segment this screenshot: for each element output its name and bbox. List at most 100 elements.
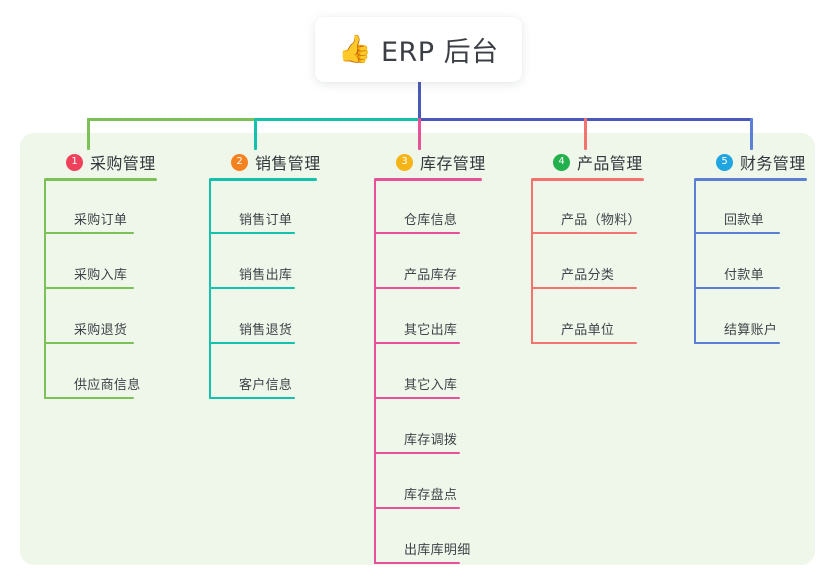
branch-item-rule bbox=[374, 562, 460, 564]
branch-item[interactable]: 采购订单 bbox=[44, 179, 174, 234]
branch-item-label: 结算账户 bbox=[724, 323, 778, 338]
branch-item[interactable]: 采购入库 bbox=[44, 234, 174, 289]
branch-item-rule bbox=[44, 397, 134, 399]
branch-item-rule bbox=[44, 232, 134, 234]
branch-item[interactable]: 其它出库 bbox=[374, 289, 500, 344]
branch-spine bbox=[694, 179, 696, 344]
branch-item[interactable]: 销售出库 bbox=[209, 234, 335, 289]
branch-item-label: 产品（物料） bbox=[561, 213, 641, 228]
branch-item[interactable]: 付款单 bbox=[694, 234, 820, 289]
branch-label: 采购管理 bbox=[90, 154, 156, 173]
branch-item-label: 出库库明细 bbox=[404, 543, 471, 558]
branch-header-销售管理[interactable]: 2 销售管理 bbox=[231, 150, 321, 174]
branch-header-rule bbox=[44, 178, 157, 181]
branch-item-label: 销售订单 bbox=[239, 213, 293, 228]
branch-item[interactable]: 出库库明细 bbox=[374, 509, 500, 564]
branch-item-label: 客户信息 bbox=[239, 378, 293, 393]
branch-spine bbox=[209, 179, 211, 399]
branch-badge-3: 3 bbox=[396, 153, 413, 171]
branch-label: 库存管理 bbox=[420, 154, 486, 173]
branch-item-rule bbox=[374, 287, 460, 289]
branch-item[interactable]: 销售订单 bbox=[209, 179, 335, 234]
branch-header-rule bbox=[694, 178, 807, 181]
branch-badge-1: 1 bbox=[66, 153, 83, 171]
branch-item[interactable]: 库存盘点 bbox=[374, 454, 500, 509]
drop-connector-5 bbox=[750, 118, 753, 150]
branch-item[interactable]: 采购退货 bbox=[44, 289, 174, 344]
branch-item-label: 产品单位 bbox=[561, 323, 615, 338]
branch-label: 财务管理 bbox=[740, 154, 806, 173]
branch-item-rule bbox=[531, 287, 637, 289]
branch-badge-5: 5 bbox=[716, 153, 733, 171]
drop-connector-3 bbox=[418, 118, 421, 150]
branch-item-label: 销售退货 bbox=[239, 323, 293, 338]
branch-item[interactable]: 回款单 bbox=[694, 179, 820, 234]
branches-panel bbox=[20, 133, 815, 565]
trunk-connector bbox=[418, 78, 421, 121]
branch-item-label: 库存盘点 bbox=[404, 488, 458, 503]
branch-header-rule bbox=[374, 178, 482, 181]
branch-header-产品管理[interactable]: 4 产品管理 bbox=[553, 150, 643, 174]
branch-item[interactable]: 产品分类 bbox=[531, 234, 677, 289]
bus-segment-1 bbox=[87, 118, 256, 121]
branch-item-rule bbox=[694, 342, 780, 344]
bus-segment-2 bbox=[254, 118, 420, 121]
branch-item-label: 采购入库 bbox=[74, 268, 128, 283]
branch-item-rule bbox=[374, 452, 460, 454]
branch-item-rule bbox=[209, 397, 295, 399]
branch-item-rule bbox=[531, 342, 637, 344]
branch-item[interactable]: 结算账户 bbox=[694, 289, 820, 344]
branch-label: 销售管理 bbox=[255, 154, 321, 173]
branch-item-rule bbox=[374, 397, 460, 399]
branch-item-rule bbox=[694, 287, 780, 289]
branch-item[interactable]: 销售退货 bbox=[209, 289, 335, 344]
branch-item-rule bbox=[694, 232, 780, 234]
branch-item[interactable]: 产品库存 bbox=[374, 234, 500, 289]
branch-item-rule bbox=[209, 287, 295, 289]
drop-connector-1 bbox=[87, 118, 90, 150]
branch-item[interactable]: 供应商信息 bbox=[44, 344, 174, 399]
branch-header-财务管理[interactable]: 5 财务管理 bbox=[716, 150, 806, 174]
branch-label: 产品管理 bbox=[577, 154, 643, 173]
branch-item[interactable]: 库存调拨 bbox=[374, 399, 500, 454]
branch-item-rule bbox=[44, 342, 134, 344]
branch-badge-4: 4 bbox=[553, 153, 570, 171]
branch-item-label: 采购订单 bbox=[74, 213, 128, 228]
branch-item-label: 采购退货 bbox=[74, 323, 128, 338]
branch-spine bbox=[44, 179, 46, 399]
branch-item-label: 付款单 bbox=[724, 268, 764, 283]
branch-item-rule bbox=[209, 342, 295, 344]
branch-item-label: 销售出库 bbox=[239, 268, 293, 283]
branch-header-rule bbox=[531, 178, 644, 181]
branch-spine bbox=[374, 179, 376, 564]
branch-item-rule bbox=[531, 232, 637, 234]
branch-item-label: 供应商信息 bbox=[74, 378, 141, 393]
branch-spine bbox=[531, 179, 533, 344]
branch-item[interactable]: 产品（物料） bbox=[531, 179, 677, 234]
branch-item-rule bbox=[374, 507, 460, 509]
branch-item-label: 其它入库 bbox=[404, 378, 458, 393]
branch-item[interactable]: 其它入库 bbox=[374, 344, 500, 399]
branch-item-label: 回款单 bbox=[724, 213, 764, 228]
branch-item[interactable]: 产品单位 bbox=[531, 289, 677, 344]
branch-header-采购管理[interactable]: 1 采购管理 bbox=[66, 150, 156, 174]
branch-header-库存管理[interactable]: 3 库存管理 bbox=[396, 150, 486, 174]
branch-item-label: 仓库信息 bbox=[404, 213, 458, 228]
branch-badge-2: 2 bbox=[231, 153, 248, 171]
branch-header-rule bbox=[209, 178, 317, 181]
branch-item-label: 产品库存 bbox=[404, 268, 458, 283]
branch-item-label: 其它出库 bbox=[404, 323, 458, 338]
branch-item[interactable]: 仓库信息 bbox=[374, 179, 500, 234]
branch-item-label: 库存调拨 bbox=[404, 433, 458, 448]
branch-item-rule bbox=[374, 342, 460, 344]
branch-item[interactable]: 客户信息 bbox=[209, 344, 335, 399]
branch-item-rule bbox=[374, 232, 460, 234]
root-node-title: ERP 后台 bbox=[380, 37, 499, 68]
branch-item-rule bbox=[209, 232, 295, 234]
thumbs-up-icon: 👍 bbox=[338, 34, 372, 65]
branch-item-label: 产品分类 bbox=[561, 268, 615, 283]
drop-connector-2 bbox=[254, 118, 257, 150]
branch-item-rule bbox=[44, 287, 134, 289]
root-node-erp-backend[interactable]: 👍 ERP 后台 bbox=[315, 17, 522, 82]
